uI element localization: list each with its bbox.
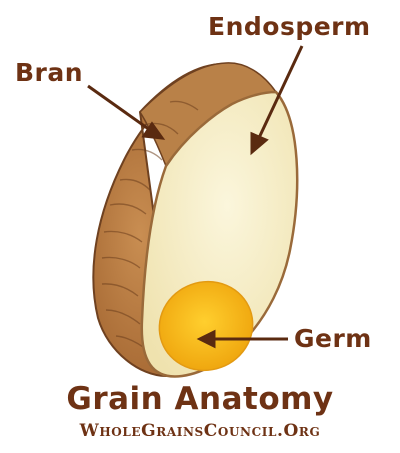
bran-arrow [87, 84, 151, 132]
bran-label: Bran [15, 58, 84, 87]
germ-arrowhead [196, 329, 216, 349]
bran-texture [101, 100, 199, 353]
germ-label: Germ [294, 324, 372, 353]
pointer-arrows [87, 45, 304, 349]
bran-arrowhead [141, 121, 166, 140]
diagram-title: Grain Anatomy [66, 381, 334, 417]
germ [158, 280, 254, 372]
endosperm-label: Endosperm [208, 12, 371, 41]
source-credit: WholeGrainsCouncil.Org [79, 421, 321, 441]
endosperm-arrow [256, 45, 304, 141]
endosperm-arrowhead [250, 131, 269, 156]
